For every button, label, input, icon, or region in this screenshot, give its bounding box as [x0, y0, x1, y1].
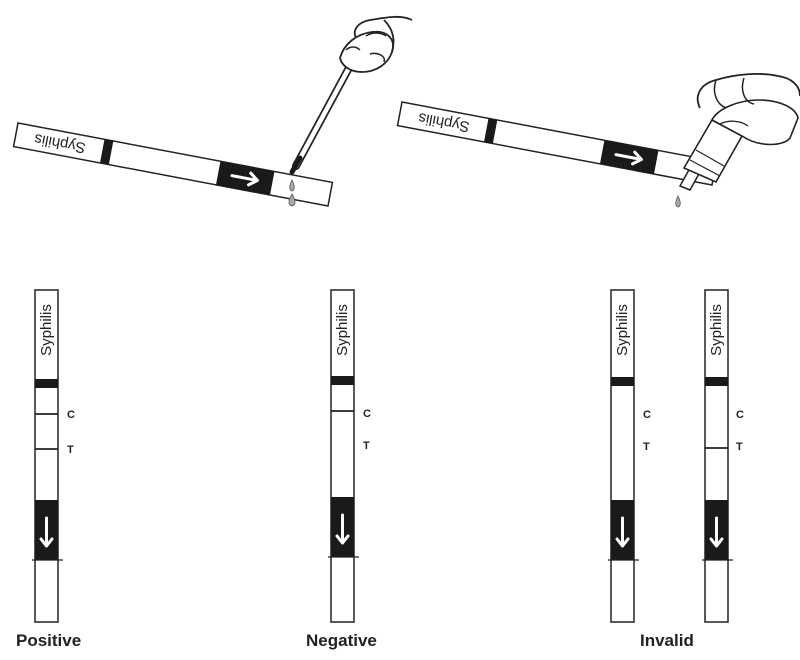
- vertical-test-strip: Syphilis C T: [32, 289, 75, 623]
- strip-band: [611, 377, 634, 386]
- strip-brand-label: Syphilis: [614, 304, 631, 356]
- control-marker: C: [67, 409, 75, 421]
- drop-icon: [675, 195, 681, 208]
- result-invalid: Syphilis C T Syphilis C T Invalid: [608, 289, 744, 650]
- test-marker: T: [67, 444, 74, 456]
- vertical-test-strip: Syphilis C T: [328, 289, 371, 623]
- procedure-step-dropper: Syphilis: [396, 73, 800, 208]
- hand-dropper-icon: [678, 73, 800, 191]
- result-label-invalid: Invalid: [640, 631, 694, 650]
- arrow-icon: [709, 516, 724, 548]
- arrow-icon: [230, 171, 259, 187]
- strip-band: [100, 139, 114, 165]
- drop-icon: [288, 179, 296, 207]
- arrow-icon: [39, 516, 54, 548]
- result-negative: Syphilis C T Negative: [306, 289, 377, 650]
- strip-band: [331, 376, 354, 385]
- vertical-test-strip: Syphilis C T: [702, 289, 744, 623]
- arrow-icon: [614, 150, 643, 166]
- control-marker: C: [643, 409, 651, 421]
- test-marker: T: [736, 441, 743, 453]
- arrow-icon: [615, 516, 630, 548]
- strip-band: [484, 118, 498, 144]
- procedure-step-pipette: Syphilis: [12, 15, 413, 207]
- result-positive: Syphilis C T Positive: [16, 289, 81, 650]
- result-label-negative: Negative: [306, 631, 377, 650]
- control-marker: C: [363, 408, 371, 420]
- tilted-test-strip: Syphilis: [396, 101, 718, 186]
- test-marker: T: [643, 441, 650, 453]
- strip-band: [35, 379, 58, 388]
- result-label-positive: Positive: [16, 631, 81, 650]
- test-marker: T: [363, 440, 370, 452]
- hand-pipette-icon: [289, 15, 413, 175]
- strip-band: [705, 377, 728, 386]
- control-marker: C: [736, 409, 744, 421]
- arrow-icon: [335, 513, 350, 545]
- strip-brand-label: Syphilis: [708, 304, 725, 356]
- tilted-test-strip: Syphilis: [12, 122, 334, 207]
- vertical-test-strip: Syphilis C T: [608, 289, 651, 623]
- strip-brand-label: Syphilis: [38, 304, 55, 356]
- strip-brand-label: Syphilis: [334, 304, 351, 356]
